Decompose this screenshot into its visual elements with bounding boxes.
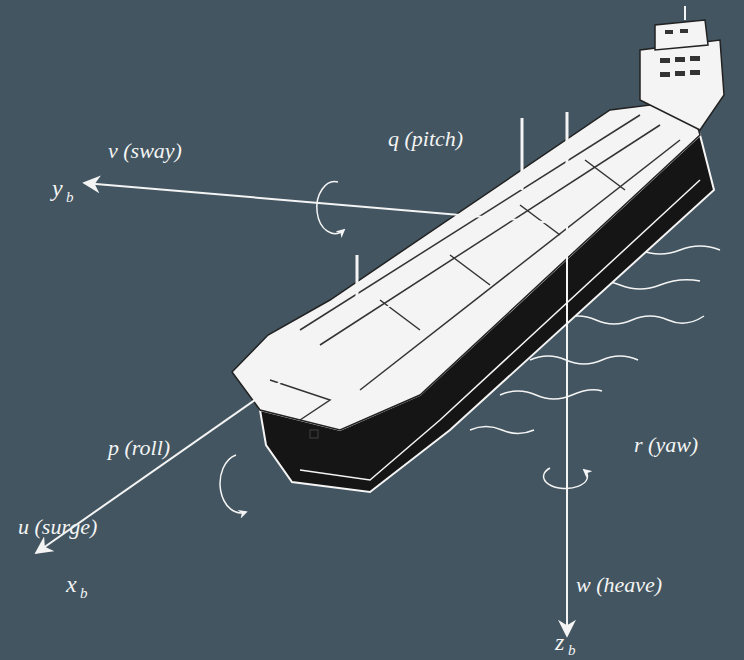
axis-label: u (surge) (18, 516, 97, 538)
yaw-arrow (544, 468, 588, 489)
axes (36, 182, 588, 636)
pitch-arrow (317, 182, 344, 234)
rotation-label: q (pitch) (388, 128, 463, 150)
roll-arrow (220, 455, 246, 513)
axis-subscript: b (568, 643, 576, 658)
rotation-label: p (roll) (108, 437, 170, 459)
axis-symbol: y (52, 176, 63, 200)
masts (357, 112, 567, 300)
axis-label: w (heave) (576, 574, 662, 596)
deck-details (270, 115, 680, 438)
axis-label: v (sway) (108, 140, 182, 162)
deck (232, 100, 700, 430)
axis-subscript: b (66, 190, 74, 205)
axis-symbol: z (555, 630, 564, 654)
superstructure (640, 6, 724, 130)
axis-symbol: x (66, 572, 77, 596)
axis-subscript: b (80, 586, 88, 601)
y-axis (84, 183, 567, 224)
rotation-label: r (yaw) (634, 434, 698, 456)
z-axis (566, 224, 568, 636)
